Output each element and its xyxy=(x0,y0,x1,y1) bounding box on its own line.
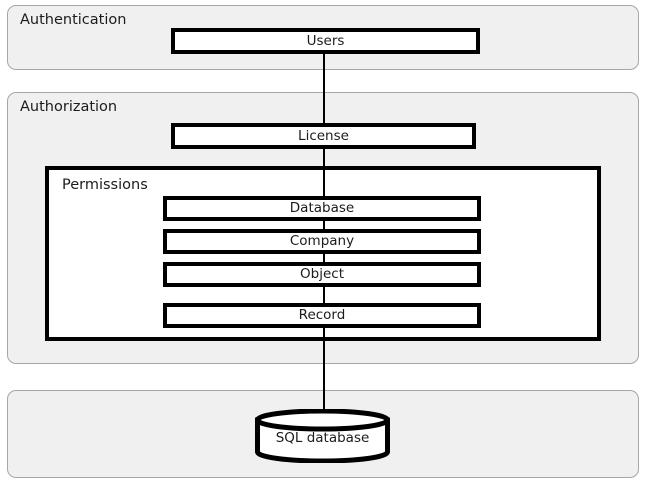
node-database-label: Database xyxy=(289,200,355,216)
cylinder-icon xyxy=(255,409,390,463)
node-sql-database[interactable]: SQL database xyxy=(254,409,391,463)
node-users-label: Users xyxy=(306,32,345,49)
node-users[interactable]: Users xyxy=(171,28,480,54)
node-license[interactable]: License xyxy=(171,123,476,149)
node-record[interactable]: Record xyxy=(163,303,481,328)
node-company[interactable]: Company xyxy=(163,229,481,254)
node-company-label: Company xyxy=(289,233,355,249)
panel-authorization-label: Authorization xyxy=(20,99,118,115)
connector-license-to-permissions xyxy=(323,149,325,199)
connector-permissions-to-sql-database xyxy=(323,333,325,419)
node-sql-database-label: SQL database xyxy=(275,429,370,446)
panel-authentication-label: Authentication xyxy=(20,12,127,28)
node-object-label: Object xyxy=(300,266,344,282)
node-record-label: Record xyxy=(298,307,346,323)
node-database[interactable]: Database xyxy=(163,196,481,221)
node-object[interactable]: Object xyxy=(163,262,481,287)
node-license-label: License xyxy=(298,127,349,144)
group-permissions-label: Permissions xyxy=(62,177,148,193)
connector-users-to-license xyxy=(323,52,325,124)
